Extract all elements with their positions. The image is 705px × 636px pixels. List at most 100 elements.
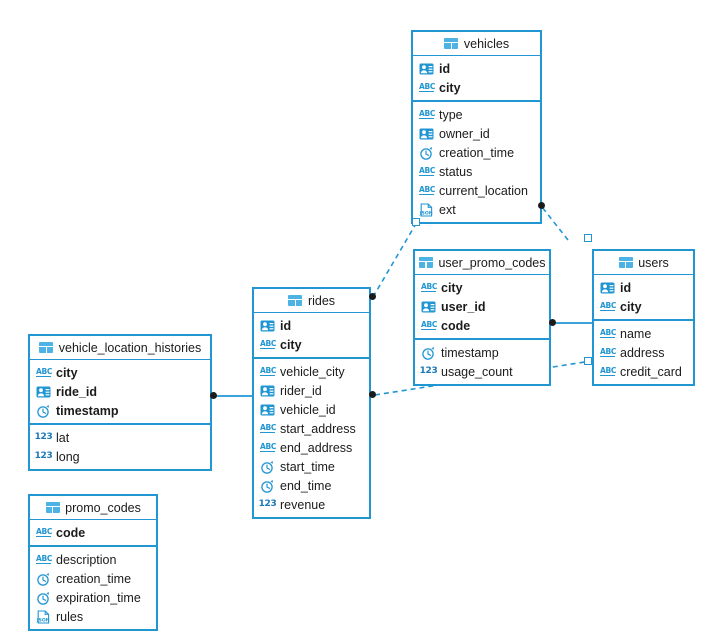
- entity-name: vehicles: [463, 36, 510, 51]
- field-label: name: [620, 326, 652, 341]
- field-row[interactable]: id: [413, 59, 540, 78]
- entity-promo-codes[interactable]: promo_codes ABC code ABC description cre…: [28, 494, 158, 631]
- field-row[interactable]: ABC city: [594, 297, 693, 316]
- field-row[interactable]: creation_time: [413, 143, 540, 162]
- field-row[interactable]: ABC credit_card: [594, 362, 693, 381]
- abc-icon: ABC: [600, 300, 617, 312]
- field-label: end_address: [280, 440, 353, 455]
- field-row[interactable]: creation_time: [30, 569, 156, 588]
- field-row[interactable]: expiration_time: [30, 588, 156, 607]
- field-label: code: [56, 525, 86, 540]
- field-row[interactable]: 123 long: [30, 447, 210, 466]
- field-label: city: [441, 280, 463, 295]
- abc-icon: ABC: [36, 553, 53, 565]
- field-row[interactable]: ABC name: [594, 324, 693, 343]
- field-label: description: [56, 552, 117, 567]
- field-label: timestamp: [56, 403, 119, 418]
- edge-endpoint-dot-vehicles-upc: [538, 202, 545, 209]
- field-row[interactable]: ABC description: [30, 550, 156, 569]
- field-label: start_time: [280, 459, 335, 474]
- entity-fields: ABC vehicle_city rider_id vehicle_id ABC…: [254, 359, 369, 517]
- svg-text:JSON: JSON: [36, 617, 50, 623]
- field-row[interactable]: ABC current_location: [413, 181, 540, 200]
- field-row[interactable]: ABC vehicle_city: [254, 362, 369, 381]
- entity-primary-keys: id ABC city: [254, 313, 369, 359]
- id-card-icon: [421, 299, 436, 314]
- entity-primary-keys: id ABC city: [413, 56, 540, 102]
- id-card-icon: [600, 280, 615, 295]
- abc-icon: ABC: [260, 338, 277, 350]
- field-label: end_time: [280, 478, 332, 493]
- table-icon: [39, 340, 54, 355]
- field-row[interactable]: id: [254, 316, 369, 335]
- abc-icon: ABC: [600, 327, 617, 339]
- field-row[interactable]: ABC city: [413, 78, 540, 97]
- entity-fields: ABC name ABC address ABC credit_card: [594, 321, 693, 384]
- field-label: usage_count: [441, 364, 513, 379]
- field-row[interactable]: ABC city: [415, 278, 549, 297]
- entity-users[interactable]: users id ABC city ABC name ABC address A…: [592, 249, 695, 386]
- field-row[interactable]: 123 lat: [30, 428, 210, 447]
- id-card-icon: [36, 384, 51, 399]
- entity-fields: ABC type owner_id creation_time ABC stat…: [413, 102, 540, 222]
- field-label: creation_time: [439, 145, 515, 160]
- field-row[interactable]: ABC type: [413, 105, 540, 124]
- field-row[interactable]: ABC city: [254, 335, 369, 354]
- number-icon: 123: [258, 499, 277, 509]
- field-row[interactable]: rider_id: [254, 381, 369, 400]
- number-icon: 123: [34, 451, 53, 461]
- field-row[interactable]: ABC address: [594, 343, 693, 362]
- table-icon: [45, 500, 60, 515]
- field-row[interactable]: timestamp: [415, 343, 549, 362]
- field-label: vehicle_id: [280, 402, 336, 417]
- field-row[interactable]: ABC code: [415, 316, 549, 335]
- id-card-icon: [419, 61, 434, 76]
- field-label: expiration_time: [56, 590, 141, 605]
- field-row[interactable]: ABC status: [413, 162, 540, 181]
- edge-endpoint-square-users-rides: [584, 357, 592, 365]
- field-row[interactable]: vehicle_id: [254, 400, 369, 419]
- field-row[interactable]: JSON rules: [30, 607, 156, 626]
- entity-title-vehicles: vehicles: [413, 32, 540, 56]
- field-label: vehicle_city: [280, 364, 345, 379]
- clock-icon: [36, 590, 51, 605]
- field-label: creation_time: [56, 571, 132, 586]
- entity-vehicles[interactable]: vehicles id ABC city ABC type owner_id: [411, 30, 542, 224]
- field-row[interactable]: timestamp: [30, 401, 210, 420]
- number-icon: 123: [34, 432, 53, 442]
- clock-icon: [419, 145, 434, 160]
- abc-icon: ABC: [600, 365, 617, 377]
- field-row[interactable]: ABC start_address: [254, 419, 369, 438]
- edge-endpoint-square-vehicles-rides: [412, 218, 420, 226]
- json-icon: JSON: [36, 609, 51, 624]
- edge-rides-to-vehicles[interactable]: [372, 221, 418, 298]
- field-row[interactable]: JSON ext: [413, 200, 540, 219]
- field-row[interactable]: user_id: [415, 297, 549, 316]
- field-row[interactable]: 123 revenue: [254, 495, 369, 514]
- field-label: status: [439, 164, 473, 179]
- entity-primary-keys: id ABC city: [594, 275, 693, 321]
- entity-title-promo-codes: promo_codes: [30, 496, 156, 520]
- field-row[interactable]: end_time: [254, 476, 369, 495]
- entity-rides[interactable]: rides id ABC city ABC vehicle_city rider…: [252, 287, 371, 519]
- field-row[interactable]: ride_id: [30, 382, 210, 401]
- field-label: rider_id: [280, 383, 322, 398]
- id-card-icon: [419, 126, 434, 141]
- field-row[interactable]: id: [594, 278, 693, 297]
- field-row[interactable]: owner_id: [413, 124, 540, 143]
- field-row[interactable]: ABC end_address: [254, 438, 369, 457]
- edge-user-promo-codes-to-vehicles[interactable]: [541, 206, 569, 241]
- entity-fields: timestamp 123 usage_count: [415, 340, 549, 384]
- entity-user-promo-codes[interactable]: user_promo_codes ABC city user_id ABC co…: [413, 249, 551, 386]
- field-label: code: [441, 318, 471, 333]
- entity-name: promo_codes: [65, 500, 141, 515]
- field-row[interactable]: ABC city: [30, 363, 210, 382]
- field-label: city: [620, 299, 642, 314]
- field-row[interactable]: ABC code: [30, 523, 156, 542]
- abc-icon: ABC: [421, 319, 438, 331]
- entity-vehicle-location-histories[interactable]: vehicle_location_histories ABC city ride…: [28, 334, 212, 471]
- entity-primary-keys: ABC city user_id ABC code: [415, 275, 549, 340]
- field-row[interactable]: start_time: [254, 457, 369, 476]
- field-row[interactable]: 123 usage_count: [415, 362, 549, 381]
